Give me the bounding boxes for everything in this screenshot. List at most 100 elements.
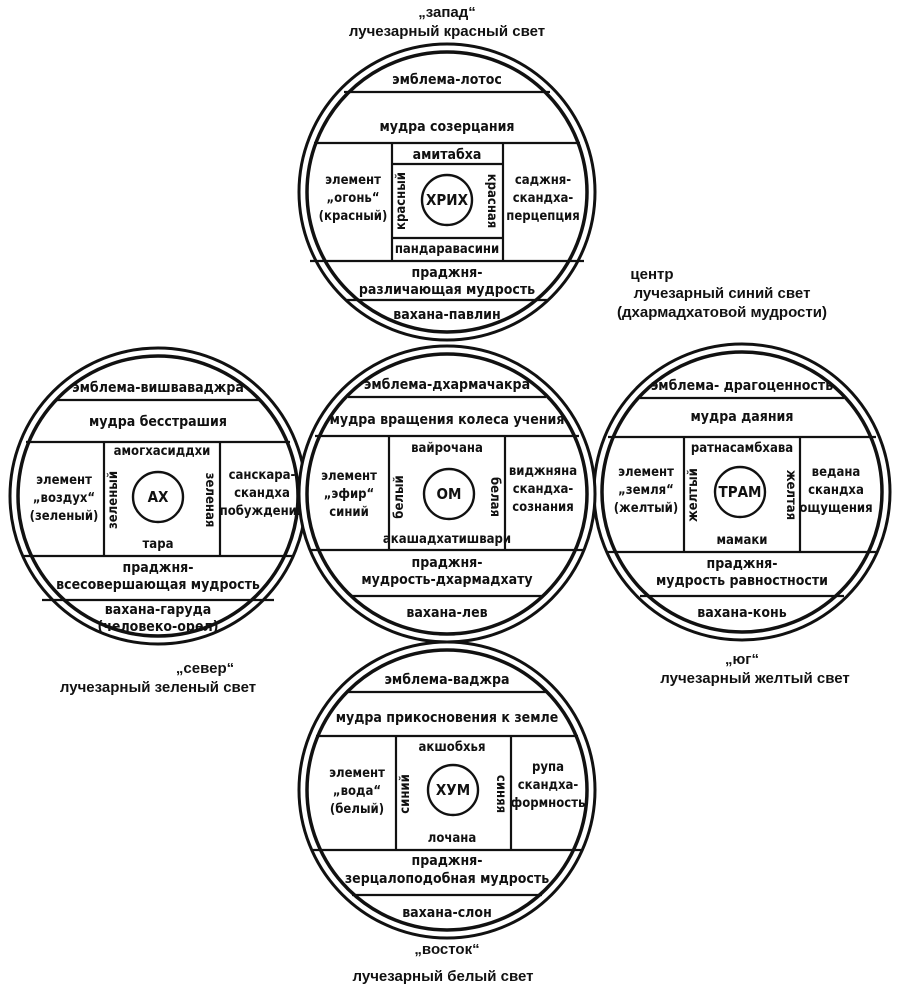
bottom-prajna-line1: праджня- <box>412 853 483 869</box>
left-emblem: эмблема-вишваваджра <box>72 380 244 396</box>
right-seed-circle <box>713 465 767 519</box>
left-consort: тара <box>143 537 174 552</box>
right-skandha-line3: ощущения <box>799 501 872 516</box>
left-element-line2: „воздух“ <box>33 491 95 506</box>
caption-south-direction: „юг“ <box>725 651 759 668</box>
center-skandha-line1: виджняна <box>509 464 577 479</box>
top-color-right: красная <box>484 174 499 229</box>
top-skandha-line2: скандха- <box>513 191 574 206</box>
left-prajna-line2: всесовершающая мудрость <box>56 577 260 593</box>
top-element-line1: элемент <box>325 173 381 188</box>
bottom-skandha-line1: рупа <box>532 760 564 775</box>
right-seed-syllable: ТРАМ <box>719 483 762 501</box>
bottom-consort: лочана <box>428 831 477 846</box>
bottom-element-line2: „вода“ <box>333 784 381 799</box>
caption-north: „север“ лучезарный зеленый свет <box>60 660 256 696</box>
bottom-prajna-line2: зерцалоподобная мудрость <box>345 871 549 887</box>
circle-left-amoghasiddhi: эмблема-вишваваджра мудра бесстрашия амо… <box>8 346 308 646</box>
right-element-line3: (желтый) <box>614 501 678 516</box>
top-prajna-line2: различающая мудрость <box>359 282 535 298</box>
left-element-line3: (зеленый) <box>30 509 99 524</box>
center-emblem: эмблема-дхармачакра <box>364 377 530 393</box>
top-seed-circle <box>420 173 474 227</box>
left-vahana-line1: вахана-гаруда <box>105 602 212 618</box>
right-vahana: вахана-конь <box>697 605 786 621</box>
caption-west: „запад“ лучезарный красный свет <box>349 4 545 40</box>
circle-right-ratnasambhava: эмблема- драгоценность мудра даяния ратн… <box>592 342 892 642</box>
caption-east-light: лучезарный белый свет <box>353 968 534 985</box>
center-buddha: вайрочана <box>411 441 483 456</box>
top-element-line3: (красный) <box>319 209 388 224</box>
left-skandha-line2: скандха <box>234 486 290 501</box>
caption-north-light: лучезарный зеленый свет <box>60 679 256 696</box>
circle-top-inner-ring <box>305 50 589 334</box>
left-mudra: мудра бесстрашия <box>89 414 227 430</box>
center-prajna-line1: праджня- <box>412 555 483 571</box>
left-vahana-line2: (человеко-орел) <box>98 619 219 635</box>
bottom-element-line1: элемент <box>329 766 385 781</box>
center-seed-syllable: ОМ <box>437 485 462 503</box>
left-skandha-line1: санскара- <box>229 468 296 483</box>
right-color-left: желтый <box>686 468 701 522</box>
center-skandha-line2: скандха- <box>513 482 574 497</box>
center-consort: акашадхатишвари <box>383 532 511 547</box>
top-buddha: амитабха <box>413 147 482 163</box>
caption-south: „юг“ лучезарный желтый свет <box>660 651 849 687</box>
caption-east-direction: „восток“ <box>414 941 479 958</box>
top-seed-syllable: ХРИХ <box>426 191 469 209</box>
top-vahana: вахана-павлин <box>393 307 500 323</box>
center-mudra: мудра вращения колеса учения <box>330 412 565 428</box>
center-color-left: белый <box>392 475 407 518</box>
center-color-right: белая <box>487 477 502 517</box>
right-prajna-line1: праджня- <box>707 556 778 572</box>
top-color-left: красный <box>394 172 409 230</box>
bottom-emblem: эмблема-ваджра <box>384 672 509 688</box>
caption-west-light: лучезарный красный свет <box>349 23 545 40</box>
circle-top-amitabha: эмблема-лотос мудра созерцания амитабха … <box>297 42 597 342</box>
caption-center-light: лучезарный синий свет <box>634 285 811 302</box>
bottom-color-left: синий <box>398 774 413 814</box>
caption-center-direction: центр <box>630 266 673 283</box>
right-prajna-line2: мудрость равностности <box>656 573 828 589</box>
circle-bottom-akshobhya: эмблема-ваджра мудра прикосновения к зем… <box>297 640 597 940</box>
center-element-line3: синий <box>329 505 369 520</box>
circle-right-inner-ring <box>600 350 884 634</box>
top-emblem: эмблема-лотос <box>392 72 502 88</box>
center-seed-circle <box>422 467 476 521</box>
right-element-line1: элемент <box>618 465 674 480</box>
caption-north-direction: „север“ <box>176 660 234 677</box>
circle-center-vairochana: эмблема-дхармачакра мудра вращения колес… <box>297 344 597 644</box>
top-element-line2: „огонь“ <box>326 191 379 206</box>
top-consort: пандаравасини <box>395 242 499 257</box>
circle-center-inner-ring <box>305 352 589 636</box>
center-element-line2: „эфир“ <box>324 487 374 502</box>
right-skandha-line1: ведана <box>812 465 861 480</box>
left-color-right: зеленая <box>202 473 217 528</box>
bottom-vahana: вахана-слон <box>402 905 492 921</box>
right-skandha-line2: скандха <box>808 483 864 498</box>
bottom-seed-syllable: ХУМ <box>436 781 470 799</box>
center-element-line1: элемент <box>321 469 377 484</box>
bottom-buddha: акшобхья <box>419 740 486 755</box>
top-mudra: мудра созерцания <box>379 119 514 135</box>
center-vahana: вахана-лев <box>406 605 487 621</box>
bottom-skandha-line3: формность <box>511 796 586 811</box>
caption-south-light: лучезарный желтый свет <box>660 670 849 687</box>
bottom-mudra: мудра прикосновения к земле <box>336 710 559 726</box>
right-buddha: ратнасамбхава <box>691 441 793 456</box>
circle-bottom-inner-ring <box>305 648 589 932</box>
caption-center-wisdom: (дхармадхатовой мудрости) <box>617 304 827 321</box>
bottom-seed-circle <box>426 763 480 817</box>
right-mudra: мудра даяния <box>691 409 794 425</box>
caption-east: „восток“ лучезарный белый свет <box>353 941 534 985</box>
right-element-line2: „земля“ <box>618 483 674 498</box>
right-consort: мамаки <box>716 533 767 548</box>
bottom-color-right: синяя <box>493 775 508 813</box>
left-seed-circle <box>131 470 185 524</box>
left-buddha: амогхасиддхи <box>114 444 211 459</box>
left-element-line1: элемент <box>36 473 92 488</box>
top-skandha-line3: перцепция <box>506 209 579 224</box>
right-color-right: желтая <box>783 470 798 520</box>
top-skandha-line1: саджня- <box>515 173 571 188</box>
left-seed-syllable: АХ <box>148 488 169 506</box>
